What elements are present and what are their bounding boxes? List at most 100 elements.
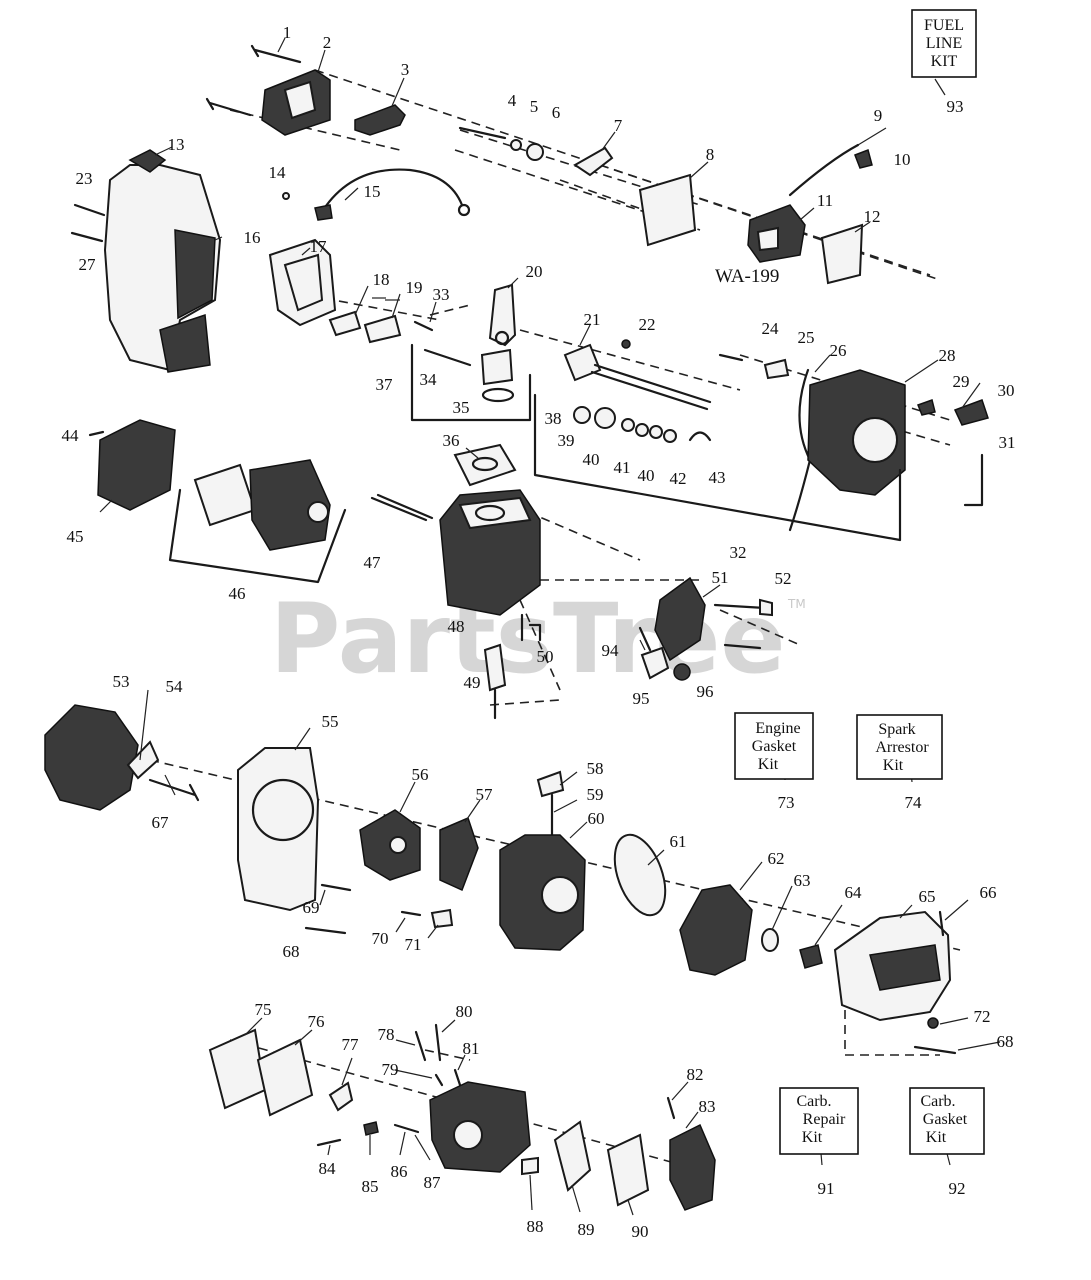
callout-88: 88 [527,1217,544,1236]
kit-74-line1: Spark [878,721,915,738]
callout-58: 58 [587,759,604,778]
callout-36: 36 [443,431,460,450]
callout-65: 65 [919,887,936,906]
callout-61: 61 [670,832,687,851]
callout-95: 95 [633,689,650,708]
callout-77: 77 [342,1035,360,1054]
callout-47: 47 [364,553,382,572]
callout-1: 1 [283,23,292,42]
kit-box-spark-arrestor [856,714,943,780]
callout-14: 14 [269,163,287,182]
assembly-code-label: WA-199 [715,266,779,287]
callout-50: 50 [537,647,554,666]
callout-67: 67 [152,813,170,832]
callout-12: 12 [864,207,881,226]
callout-25: 25 [798,328,815,347]
kit-92-line3: Kit [926,1129,947,1146]
callout-38: 38 [545,409,562,428]
kit-box-carb-gasket [909,1087,985,1155]
callout-24: 24 [762,319,780,338]
callout-57: 57 [476,785,494,804]
callout-15: 15 [364,182,381,201]
kit-91-line1: Carb. [796,1093,831,1110]
callout-33: 33 [433,285,450,304]
callout-64: 64 [845,883,863,902]
callout-84: 84 [319,1159,337,1178]
callout-54: 54 [166,677,184,696]
callout-6: 6 [552,103,561,122]
callout-94: 94 [602,641,620,660]
callout-69: 69 [303,898,320,917]
kit-92-line2: Gasket [923,1111,968,1128]
kit-93-line1: FUEL [924,17,964,34]
callout-8: 8 [706,145,715,164]
callout-43: 43 [709,468,726,487]
callout-23: 23 [76,169,93,188]
kit-92-number: 92 [949,1179,966,1198]
callout-41: 41 [614,458,631,477]
callout-2: 2 [323,33,332,52]
callout-26: 26 [830,341,847,360]
callout-51: 51 [712,568,729,587]
callout-60: 60 [588,809,605,828]
callout-89: 89 [578,1220,595,1239]
callout-96: 96 [697,682,714,701]
callout-16: 16 [244,228,261,247]
callout-3: 3 [401,60,410,79]
kit-box-carb-repair [779,1087,859,1155]
kit-73-line3: Kit [758,756,779,773]
callout-71: 71 [405,935,422,954]
callout-11: 11 [817,191,833,210]
callout-21: 21 [584,310,601,329]
callout-78: 78 [378,1025,395,1044]
callout-59: 59 [587,785,604,804]
callout-7: 7 [614,116,623,135]
callout-22: 22 [639,315,656,334]
callout-31: 31 [999,433,1016,452]
watermark-tm: TM [787,597,806,611]
callout-27: 27 [79,255,97,274]
callout-86: 86 [391,1162,408,1181]
callout-45: 45 [67,527,84,546]
callout-53: 53 [113,672,130,691]
kit-73-line1: Engine [755,720,800,737]
callout-76: 76 [308,1012,325,1031]
callout-18: 18 [373,270,390,289]
callout-48: 48 [448,617,465,636]
callout-32: 32 [730,543,747,562]
callout-17: 17 [310,237,328,256]
callout-62: 62 [768,849,785,868]
watermark-text: PartsTree [270,583,785,695]
callout-35: 35 [453,398,470,417]
callout-9: 9 [874,106,883,125]
callout-68b: 68 [997,1032,1014,1051]
callout-13: 13 [168,135,185,154]
callout-30: 30 [998,381,1015,400]
kit-93-number: 93 [947,97,964,116]
kit-92-line1: Carb. [920,1093,955,1110]
callout-72: 72 [974,1007,991,1026]
callout-81: 81 [463,1039,480,1058]
callout-44: 44 [62,426,80,445]
callout-42: 42 [670,469,687,488]
callout-85: 85 [362,1177,379,1196]
callout-83: 83 [699,1097,716,1116]
kit-box-engine-gasket [734,712,814,780]
callout-40: 40 [583,450,600,469]
callout-20: 20 [526,262,543,281]
callout-4: 4 [508,91,517,110]
callout-29: 29 [953,372,970,391]
callout-79: 79 [382,1060,399,1079]
callout-90: 90 [632,1222,649,1241]
callout-68: 68 [283,942,300,961]
callout-70: 70 [372,929,389,948]
callout-75: 75 [255,1000,272,1019]
leader-lines [99,37,1001,1216]
callout-49: 49 [464,673,481,692]
kit-93-line3: KIT [931,53,958,70]
callout-19: 19 [406,278,423,297]
kit-74-number: 74 [905,793,923,812]
